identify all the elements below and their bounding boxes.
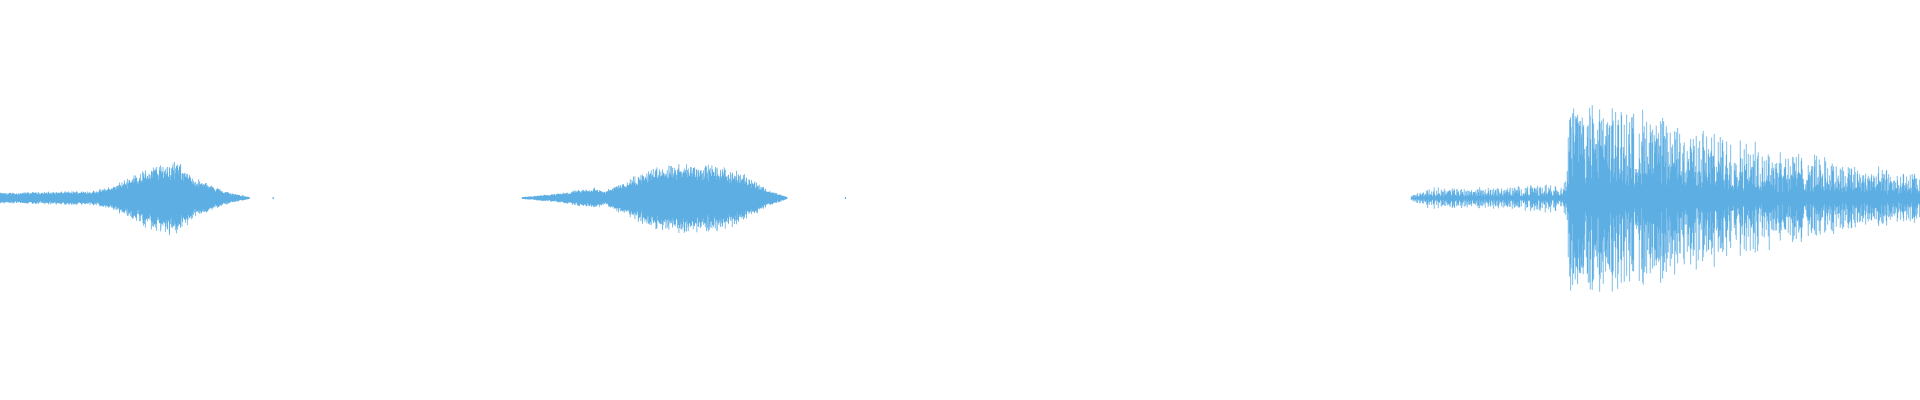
waveform-sample-dot [844, 197, 846, 199]
waveform-traces [0, 105, 1920, 292]
waveform-sample-dot [272, 197, 274, 199]
